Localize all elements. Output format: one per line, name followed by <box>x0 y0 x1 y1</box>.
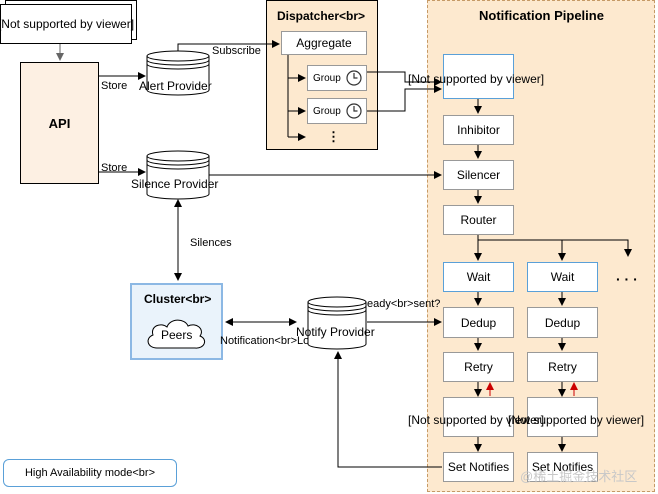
notify-provider <box>307 296 367 350</box>
set-notifies-label: Set Notifies <box>531 460 594 474</box>
retry-label: Retry <box>548 360 577 374</box>
dispatcher-more: ⋮ <box>327 129 340 144</box>
group-box-1: Group <box>307 65 367 91</box>
wait-box-2: Wait <box>527 262 598 292</box>
clock-icon <box>346 103 362 119</box>
inhibitor-label: Inhibitor <box>457 123 500 137</box>
group-label: Group <box>313 72 341 84</box>
subscribe-label: Subscribe <box>212 45 261 57</box>
router-label: Router <box>460 213 497 227</box>
silence-provider <box>146 150 210 200</box>
ha-mode-label: High Availability mode<br> <box>24 467 156 479</box>
already-sent-label: eady<br>sent? <box>367 298 441 310</box>
notification-logs-label: Notification<br>Logs <box>220 335 321 347</box>
silence-provider-label: Silence Provider <box>131 177 219 191</box>
set-notifies-box-1: Set Notifies <box>443 452 514 482</box>
database-icon <box>146 150 210 200</box>
silencer-label: Silencer <box>456 168 501 182</box>
dispatcher-title: Dispatcher<br> <box>277 9 366 23</box>
alert-provider <box>146 50 210 96</box>
ha-mode-box: High Availability mode<br> <box>3 459 177 487</box>
dedup-label: Dedup <box>544 315 581 330</box>
cloud-icon <box>147 319 206 349</box>
wait-box-1: Wait <box>443 262 514 292</box>
dedup-box-2: Dedup <box>527 307 598 338</box>
database-icon <box>307 296 367 350</box>
group-box-2: Group <box>307 98 367 124</box>
pipeline-title: Notification Pipeline <box>479 8 604 23</box>
set-notifies-box-2: Set Notifies <box>527 452 598 482</box>
aggregate-label: Aggregate <box>296 36 352 50</box>
router-box: Router <box>443 205 514 235</box>
store-label-1: Store <box>101 80 128 92</box>
not-supported-top: [Not supported by viewer] <box>0 4 135 44</box>
wait-label: Wait <box>466 270 491 284</box>
send-box-1 <box>443 397 514 437</box>
database-icon <box>146 50 210 96</box>
retry-label: Retry <box>464 360 493 374</box>
retry-box-2: Retry <box>527 352 598 382</box>
api-label: API <box>48 115 71 131</box>
watermark: @稀土掘金技术社区 <box>520 469 638 484</box>
pipeline-entry-label: [Not supported by viewer] <box>408 72 545 86</box>
group-label: Group <box>313 105 341 117</box>
api-box: API <box>20 62 99 184</box>
dedup-label: Dedup <box>460 315 497 330</box>
notify-provider-label: Notify Provider <box>296 325 375 339</box>
retry-box-1: Retry <box>443 352 514 382</box>
aggregate-box: Aggregate <box>281 31 367 55</box>
clock-icon <box>346 70 362 86</box>
not-supported-label: [Not supported by viewer] <box>0 17 135 31</box>
send-label-1: [Not supported by viewer] <box>408 413 545 427</box>
send-label-2: [Not supported by viewer] <box>508 413 645 427</box>
send-box-2 <box>527 397 598 437</box>
cluster-title: Cluster<br> <box>144 292 212 306</box>
inhibitor-box: Inhibitor <box>443 115 514 145</box>
alert-provider-label: Alert Provider <box>139 79 212 93</box>
silencer-box: Silencer <box>443 160 514 190</box>
peers-label: Peers <box>161 328 193 342</box>
dedup-box-1: Dedup <box>443 307 514 338</box>
pipeline-entry-box <box>443 54 514 99</box>
wait-label: Wait <box>550 270 575 284</box>
set-notifies-label: Set Notifies <box>447 460 510 474</box>
silences-label: Silences <box>190 237 232 249</box>
more-branches: · · · <box>616 271 638 287</box>
store-label-2: Store <box>101 162 128 174</box>
